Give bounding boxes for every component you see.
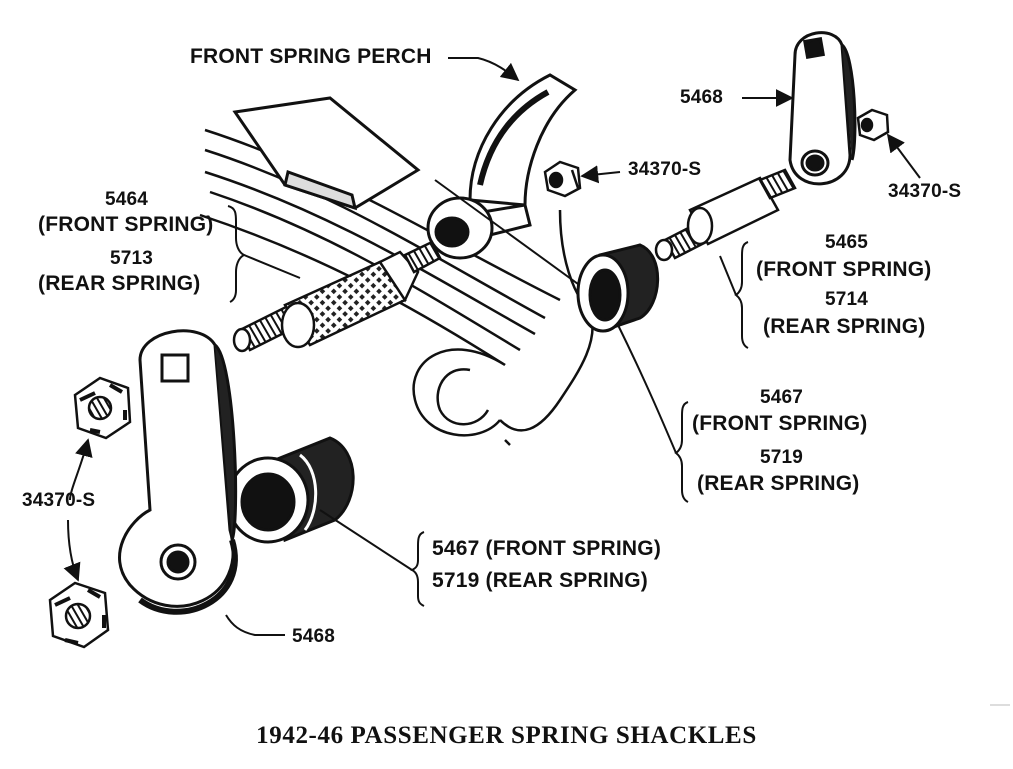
bolt-5465-5714 [654,168,797,262]
leader-lines [63,57,1010,706]
bushing-5467-5719-upper [576,243,660,333]
bolt-5464-5713 [232,240,442,353]
label-bolt-right-front-spring: (FRONT SPRING) [756,258,932,281]
shackle-link-5468-top [788,31,857,186]
label-bolt-5464: 5464 [105,189,149,210]
nut-34370-s-left-lower [48,581,110,649]
nut-34370-s-left-upper [73,376,132,440]
label-bolt-left-rear-spring: (REAR SPRING) [38,272,201,295]
nut-34370-s-top-right [856,108,890,142]
nut-34370-s-top-center [543,160,582,198]
label-bushing-5467: 5467 [760,387,804,408]
label-bolt-left-front-spring: (FRONT SPRING) [38,213,214,236]
label-bushing-right-front-spring: (FRONT SPRING) [692,412,868,435]
shackle-link-5468-bottom [118,329,238,615]
label-shackle-5468-top: 5468 [680,87,724,108]
bushing-5467-5719-lower [226,436,355,544]
label-shackle-5468-bottom: 5468 [292,626,336,647]
label-bolt-5465: 5465 [825,232,869,253]
label-bushing-right-rear-spring: (REAR SPRING) [697,472,860,495]
label-bolt-5713: 5713 [110,248,154,269]
label-bushing-lower-rear-spring: 5719 (REAR SPRING) [432,569,648,592]
label-nut-34370-s-top-right: 34370-S [888,181,962,202]
label-bolt-5714: 5714 [825,289,869,310]
label-nut-34370-s-top-center: 34370-S [628,159,702,180]
label-bushing-5719: 5719 [760,447,804,468]
label-bushing-lower-front-spring: 5467 (FRONT SPRING) [432,537,662,560]
diagram-caption: 1942-46 PASSENGER SPRING SHACKLES [256,722,757,749]
label-bolt-right-rear-spring: (REAR SPRING) [763,315,926,338]
label-nut-34370-s-left: 34370-S [22,490,96,511]
front-spring-perch [232,73,601,322]
label-front-spring-perch: FRONT SPRING PERCH [190,45,432,68]
